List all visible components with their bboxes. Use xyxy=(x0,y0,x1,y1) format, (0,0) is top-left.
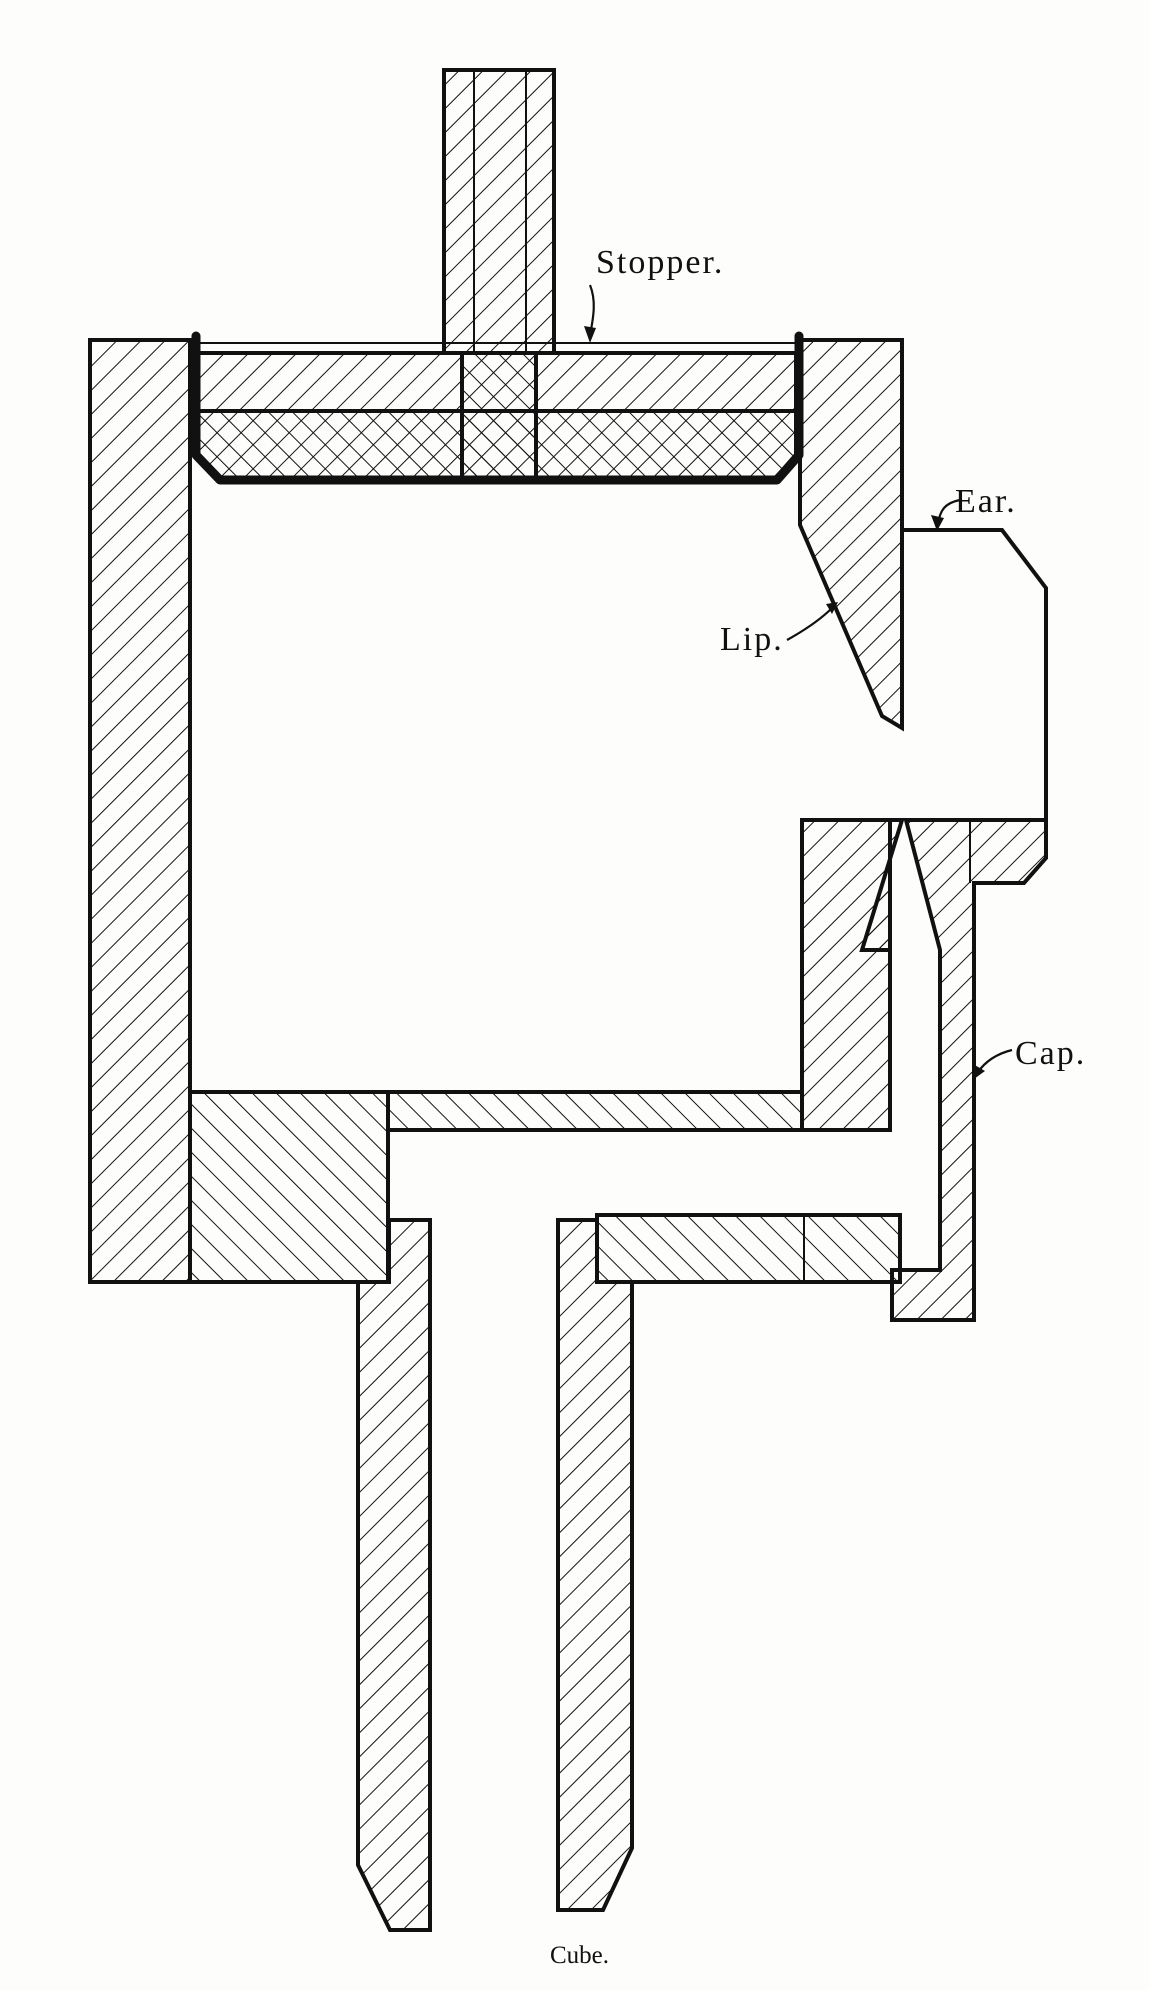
label-stopper: Stopper. xyxy=(596,244,724,281)
figure-caption: Cube. xyxy=(550,1942,609,1969)
floor-strip xyxy=(190,1090,804,1132)
label-lip: Lip. xyxy=(720,621,784,658)
label-cap: Cap. xyxy=(1015,1035,1086,1072)
v-notch-left xyxy=(859,818,905,952)
right-leg xyxy=(556,1218,634,1912)
ear-outline xyxy=(902,528,1048,820)
stopper-arrowhead xyxy=(584,326,596,343)
ear-arrowhead xyxy=(931,515,944,531)
cap-leader xyxy=(977,1048,1013,1073)
left-leg xyxy=(356,1218,432,1932)
cap-piece xyxy=(890,818,1048,1322)
right-upper-wall xyxy=(798,338,904,732)
label-ear: Ear. xyxy=(955,483,1017,520)
stopper-plug xyxy=(196,351,798,480)
right-lower-wall xyxy=(800,818,892,1132)
left-wall xyxy=(88,338,192,1284)
lip-arrowhead xyxy=(826,602,838,614)
stopper-stem xyxy=(442,68,556,355)
lip-leader xyxy=(786,607,833,641)
cap-arrowhead xyxy=(973,1064,985,1079)
bottom-left-block xyxy=(188,1090,390,1284)
bottom-right-block xyxy=(595,1213,902,1284)
